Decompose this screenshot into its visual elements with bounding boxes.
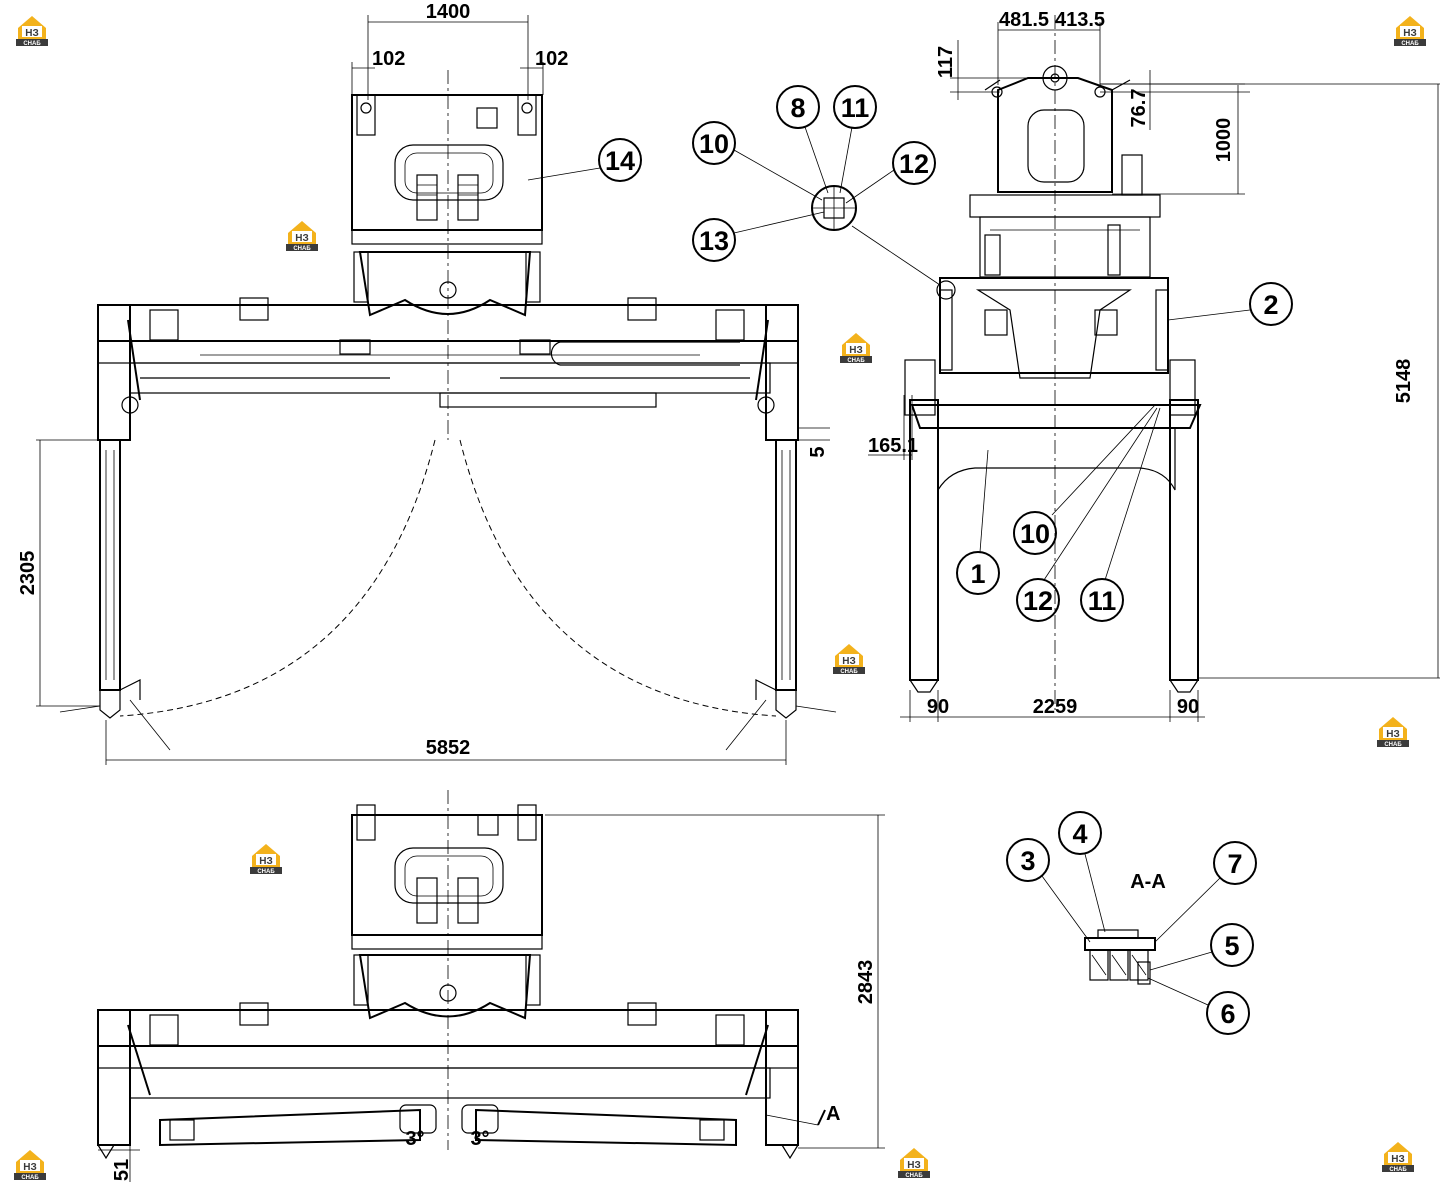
svg-text:НЗ: НЗ: [1386, 729, 1400, 740]
dim-side-head-height: 1000: [1213, 118, 1235, 163]
front-view-open: 1400 102 102 2305 5852 5 14: [17, 1, 837, 765]
balloon-12a: 12: [899, 149, 929, 179]
svg-text:СНАБ: СНАБ: [847, 358, 865, 363]
balloon-3: 3: [1020, 846, 1035, 876]
svg-text:НЗ: НЗ: [907, 1160, 921, 1171]
svg-text:СНАБ: СНАБ: [905, 1173, 923, 1178]
balloon-7: 7: [1227, 849, 1242, 879]
svg-text:СНАБ: СНАБ: [293, 246, 311, 251]
dim-side-pin: 76.7: [1128, 89, 1150, 128]
svg-text:СНАБ: СНАБ: [23, 41, 41, 46]
svg-text:НЗ: НЗ: [23, 1162, 37, 1173]
dim-total-width: 5852: [426, 737, 471, 759]
dim-offset-small: 5: [807, 446, 829, 457]
balloon-1: 1: [970, 559, 985, 589]
watermark-logo: НЗ СНАБ: [1380, 1140, 1416, 1172]
section-mark-a: A: [826, 1103, 840, 1125]
watermark-logo: НЗ СНАБ: [831, 642, 867, 674]
svg-text:СНАБ: СНАБ: [257, 869, 275, 874]
balloon-2: 2: [1263, 290, 1278, 320]
dim-left-ear: 102: [372, 48, 405, 70]
svg-text:НЗ: НЗ: [849, 345, 863, 356]
balloon-10a: 10: [699, 129, 729, 159]
front-view-closed: 2843 51 3° 3° A: [97, 790, 885, 1182]
watermark-logo: НЗ СНАБ: [1392, 14, 1428, 46]
watermark-logo: НЗ СНАБ: [1375, 715, 1411, 747]
svg-text:НЗ: НЗ: [25, 28, 39, 39]
dim-top-width: 1400: [426, 1, 471, 23]
svg-text:СНАБ: СНАБ: [21, 1175, 39, 1180]
dim-bottom-gap: 51: [111, 1159, 133, 1181]
watermark-logo: НЗ СНАБ: [14, 14, 50, 46]
detail-node: 8 11 10 12 13: [692, 85, 956, 300]
svg-text:СНАБ: СНАБ: [840, 669, 858, 674]
svg-text:СНАБ: СНАБ: [1389, 1167, 1407, 1172]
balloon-14: 14: [605, 146, 635, 176]
dim-closed-height: 2843: [855, 960, 877, 1005]
svg-text:НЗ: НЗ: [259, 856, 273, 867]
dim-side-leg-right: 90: [1177, 696, 1199, 718]
watermark-logo: НЗ СНАБ: [284, 219, 320, 251]
watermark-logo: НЗ СНАБ: [896, 1146, 932, 1178]
svg-text:НЗ: НЗ: [1391, 1154, 1405, 1165]
angle-right: 3°: [470, 1128, 489, 1150]
dim-side-span: 2259: [1033, 696, 1078, 718]
balloon-4: 4: [1072, 819, 1087, 849]
balloon-12b: 12: [1023, 586, 1053, 616]
svg-text:НЗ: НЗ: [842, 656, 856, 667]
svg-text:НЗ: НЗ: [295, 233, 309, 244]
dim-opening-height: 2305: [17, 551, 39, 596]
balloon-6: 6: [1220, 999, 1235, 1029]
watermark-logo: НЗ СНАБ: [12, 1148, 48, 1180]
dim-side-total-height: 5148: [1393, 359, 1415, 404]
section-title: А-А: [1130, 871, 1166, 893]
dim-side-left-width: 481.5: [999, 9, 1049, 31]
dim-right-ear: 102: [535, 48, 568, 70]
watermark-logo: НЗ СНАБ: [838, 331, 874, 363]
side-view: 481.5 413.5 117 76.7 1000 5148 165.1 90 …: [868, 9, 1440, 722]
balloon-13: 13: [699, 226, 729, 256]
balloon-11b: 11: [1088, 586, 1117, 616]
dim-side-top-height: 117: [935, 46, 957, 78]
dim-side-leg-left: 90: [927, 696, 949, 718]
angle-left: 3°: [405, 1128, 424, 1150]
balloon-10b: 10: [1020, 519, 1050, 549]
section-aa: А-А 3 4 7 5 6: [1006, 811, 1257, 1035]
dim-side-offset: 165.1: [868, 435, 918, 457]
watermark-logo: НЗ СНАБ: [248, 842, 284, 874]
svg-text:НЗ: НЗ: [1403, 28, 1417, 39]
svg-text:СНАБ: СНАБ: [1401, 41, 1419, 46]
svg-text:СНАБ: СНАБ: [1384, 742, 1402, 747]
dim-side-right-width: 413.5: [1055, 9, 1105, 31]
balloon-5: 5: [1224, 931, 1239, 961]
balloon-11a: 11: [841, 93, 870, 123]
balloon-8: 8: [790, 93, 805, 123]
